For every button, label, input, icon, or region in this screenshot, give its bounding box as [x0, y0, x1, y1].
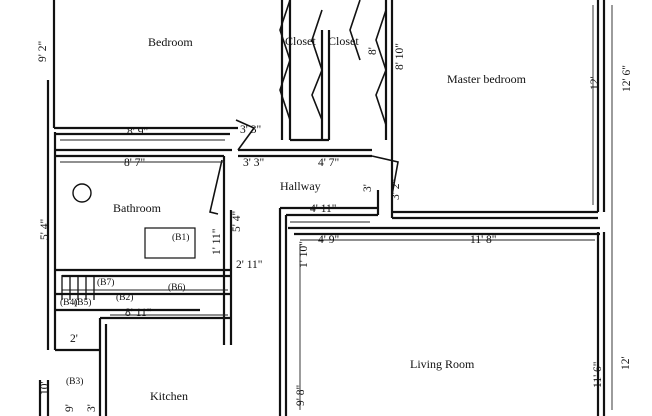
- dim-living-a: 4' 9": [318, 234, 339, 246]
- dim-living-mid: 9' 8": [295, 385, 307, 406]
- dim-hall-door-a: 3': [362, 184, 374, 192]
- closet-door-mid: [311, 9, 323, 121]
- fixture-b2: (B2): [116, 292, 133, 303]
- kitchen-left-wall: [38, 380, 50, 416]
- kitchen-inner-wall: [55, 318, 108, 416]
- dim-hall-nook: 3' 3": [240, 124, 261, 136]
- room-label-bedroom: Bedroom: [148, 35, 193, 49]
- fixture-b6: (B6): [168, 282, 185, 293]
- living-top-wall: [288, 226, 600, 236]
- closet-doors: [279, 0, 387, 126]
- master-bottom-wall: [392, 210, 598, 220]
- dim-bath-side: 5' 4": [231, 211, 243, 232]
- master-right-wall: [596, 0, 606, 212]
- hall-right-wall: [376, 160, 394, 218]
- room-label-closet-1: Closet: [285, 34, 316, 48]
- dim-kitchen-left: 10': [39, 381, 51, 395]
- dim-living-right: 12': [620, 356, 632, 370]
- dim-hall-lower: 4' 11": [310, 203, 336, 215]
- bath-door: [209, 159, 223, 215]
- closet-door-left: [279, 0, 291, 121]
- dim-closet-side-b: 2' 11": [236, 259, 262, 271]
- master-door: [371, 155, 399, 196]
- fixture-b1: (B1): [172, 232, 189, 243]
- fixture-b7: (B7): [97, 277, 114, 288]
- dim-kitchen-small: 3': [86, 404, 98, 412]
- dim-closet-depth: 8' 10": [394, 43, 406, 70]
- closet-door-extra: [349, 0, 361, 61]
- hall-nook-door: [235, 119, 256, 151]
- dim-kitchen-mid: 9': [64, 404, 76, 412]
- bath-sink: [144, 227, 196, 259]
- dim-living-height: 11' 6": [592, 362, 604, 388]
- dim-master-width-a: 12': [589, 76, 601, 90]
- dim-bath-height: 5' 4": [39, 219, 51, 240]
- bath-right-wall: [222, 156, 233, 345]
- dim-closet-side: 1' 11": [211, 229, 223, 255]
- dim-bedroom-height: 9' 2": [37, 41, 49, 62]
- living-left-wall: [278, 208, 288, 416]
- fixture-b4: (B4): [60, 297, 77, 308]
- dim-hall-door-b: 3' 2": [390, 179, 402, 200]
- walls: [38, 0, 606, 416]
- room-label-closet-2: Closet: [328, 34, 359, 48]
- fixture-b3: (B3): [66, 376, 83, 387]
- bath-top-wall: [55, 148, 232, 158]
- room-label-kitchen: Kitchen: [150, 389, 188, 403]
- dim-bedroom-width: 8' 9": [127, 126, 148, 138]
- hall-top-wall: [238, 148, 372, 158]
- fixture-b5: (B5): [74, 297, 91, 308]
- dim-closet-small: 8': [367, 47, 379, 55]
- kitchen-cabinets: [61, 275, 95, 300]
- dim-living-b: 11' 8": [470, 234, 496, 246]
- dim-kitchen-width: 8' 11": [125, 307, 151, 319]
- closet-mid-wall: [320, 30, 331, 140]
- dimension-lines: [60, 5, 613, 410]
- room-label-bathroom: Bathroom: [113, 201, 162, 215]
- dim-bath-width: 8' 7": [124, 157, 145, 169]
- toilet-icon: [72, 183, 92, 203]
- closet-right-wall: [384, 0, 394, 160]
- living-right-wall: [596, 232, 606, 416]
- bedroom-bath-wall: [54, 126, 238, 136]
- room-label-master-bedroom: Master bedroom: [447, 72, 527, 86]
- fixtures: [61, 183, 196, 300]
- hall-bottom-wall: [280, 206, 378, 217]
- dim-hall-b: 4' 7": [318, 157, 339, 169]
- dim-living-left: 1' 10": [298, 241, 310, 268]
- kitchen-band: [55, 308, 230, 320]
- closet-door-right: [375, 9, 387, 126]
- swing-doors: [209, 119, 399, 215]
- dim-master-width-b: 12' 6": [621, 65, 633, 92]
- room-label-hallway: Hallway: [280, 179, 321, 193]
- room-label-living-room: Living Room: [410, 357, 475, 371]
- kitchen-top-wall: [55, 268, 230, 278]
- dim-kitchen-two: 2': [70, 333, 78, 345]
- left-wall: [46, 0, 57, 350]
- dim-hall-a: 3' 3": [243, 157, 264, 169]
